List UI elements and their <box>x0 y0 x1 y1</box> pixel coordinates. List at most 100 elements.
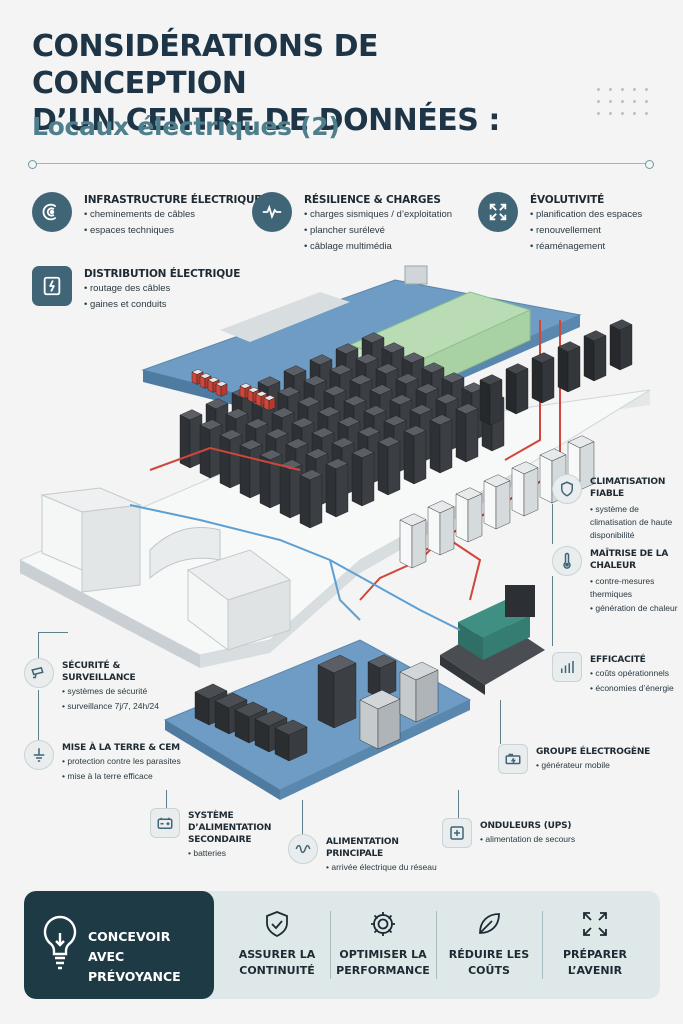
callout-climatisation: Climatisation fiable système de climatis… <box>552 474 683 540</box>
sine-wave-icon <box>288 834 318 864</box>
shield-check-icon <box>266 911 288 938</box>
pillar-label: Optimiser la performance <box>336 948 430 977</box>
breaker-pack <box>263 395 276 411</box>
callout-title: Alimentation principale <box>326 837 399 859</box>
callout-securite: Sécurité & surveillance systèmes de sécu… <box>24 658 174 711</box>
leader-line <box>166 790 167 808</box>
power-room-structure <box>40 487 292 651</box>
callout-item: générateur mobile <box>536 758 656 773</box>
callout-groupe: Groupe électrogène générateur mobile <box>498 744 658 780</box>
callout-item: système de climatisation de haute dispon… <box>590 503 683 542</box>
pillar-divider <box>542 911 543 979</box>
leader-line <box>552 576 553 646</box>
pillar-continuite: Assurer la continuité <box>224 891 330 999</box>
breaker-pack <box>255 391 268 407</box>
server-rack <box>219 429 243 489</box>
ups-unit <box>367 654 397 699</box>
pillar-label: Préparer l’avenir <box>562 948 628 977</box>
callout-title: Efficacité <box>590 655 646 665</box>
callout-title: Mise à la terre & CEM <box>62 743 180 753</box>
callout-item: coûts opérationnels <box>590 666 683 681</box>
ground-icon <box>24 740 54 770</box>
callout-item: génération de chaleur <box>590 601 683 616</box>
ups-unit <box>359 689 401 750</box>
pillar-divider <box>330 911 331 979</box>
pulse-icon <box>252 192 292 232</box>
server-rack <box>279 459 303 519</box>
feature-item: câblage multimédia <box>304 239 504 255</box>
feature-title: Résilience & charges <box>304 194 441 206</box>
battery-icon <box>150 808 180 838</box>
server-rack <box>299 469 323 529</box>
server-rack <box>583 330 607 382</box>
feature-infrastructure: Infrastructure électrique cheminements d… <box>32 192 261 252</box>
battery-cabinet <box>274 719 308 762</box>
leader-line <box>38 632 68 658</box>
feature-title: Évolutivité <box>530 194 605 206</box>
server-rack <box>179 409 203 469</box>
power-cable-icon <box>32 192 72 232</box>
data-center-isometric-illustration <box>18 265 651 800</box>
callout-item: batteries <box>188 846 298 861</box>
camera-icon <box>24 658 54 688</box>
callout-item: surveillance 7j/7, 24h/24 <box>62 699 192 714</box>
leader-line <box>458 790 459 818</box>
cooling-unit <box>455 487 483 543</box>
server-rack <box>351 447 375 507</box>
pillar-divider <box>436 911 437 979</box>
thermometer-icon <box>552 546 582 576</box>
battery-bank-group <box>191 369 308 762</box>
leader-line <box>38 690 39 740</box>
callout-efficacite: Efficacité coûts opérationnels économies… <box>552 652 683 704</box>
shield-icon <box>552 474 582 504</box>
callout-item: économies d’énergie <box>590 681 683 696</box>
electrical-panel-icon <box>32 266 72 306</box>
lightbulb-icon <box>43 915 77 970</box>
feature-item: charges sismiques / d’exploitation <box>304 207 504 223</box>
server-rack <box>531 352 555 404</box>
callout-chaleur: Maîtrise de la chaleur contre-mesures th… <box>552 546 683 626</box>
callout-onduleurs: Onduleurs (UPS) alimentation de secours <box>442 818 592 854</box>
feature-item: renouvellement <box>530 223 683 239</box>
cooling-units-group <box>399 319 633 569</box>
ups-icon <box>442 818 472 848</box>
generator-icon <box>498 744 528 774</box>
feature-item: réaménagement <box>530 239 683 255</box>
cooling-unit <box>399 513 427 569</box>
breaker-pack <box>215 381 228 397</box>
bottom-banner: Concevoir avec prévoyance Assurer la con… <box>24 891 660 999</box>
ups-units-group <box>317 654 439 750</box>
feature-item: cheminements de câbles <box>84 207 284 223</box>
ups-unit <box>399 661 439 723</box>
feature-item: routage des câbles <box>84 281 284 297</box>
server-rack <box>505 363 529 415</box>
server-rack <box>455 403 479 463</box>
page-subtitle: Locaux électriques (2) <box>32 112 340 141</box>
expand-arrows-icon <box>583 912 607 936</box>
cooling-unit <box>427 500 455 556</box>
generator-platform <box>440 585 545 695</box>
server-rack <box>325 458 349 518</box>
server-rack <box>429 414 453 474</box>
feature-item: planification des espaces <box>530 207 683 223</box>
callout-principale: Alimentation principale arrivée électriq… <box>288 834 438 872</box>
bar-chart-icon <box>552 652 582 682</box>
feature-title: Infrastructure électrique <box>84 194 262 206</box>
feature-title: Distribution électrique <box>84 268 241 280</box>
server-rack <box>377 436 401 496</box>
callout-item: arrivée électrique du réseau <box>326 860 446 875</box>
server-rack <box>557 341 581 393</box>
ups-unit <box>317 654 357 729</box>
callout-title: Onduleurs (UPS) <box>480 821 572 831</box>
pillar-performance: Optimiser la performance <box>330 891 436 999</box>
callout-title: Groupe électrogène <box>536 747 651 757</box>
feature-item: plancher surélevé <box>304 223 504 239</box>
feature-distribution: Distribution électrique routage des câbl… <box>32 266 242 326</box>
server-rack <box>259 449 283 509</box>
breaker-pack <box>191 369 204 385</box>
server-rack <box>479 374 503 426</box>
pillar-label: Réduire les coûts <box>448 948 530 977</box>
feature-evolutivite: Évolutivité planification des espaces re… <box>478 192 668 262</box>
callout-secondaire: Système d’alimentation secondaire batter… <box>150 808 300 860</box>
callout-item: mise à la terre efficace <box>62 769 192 784</box>
